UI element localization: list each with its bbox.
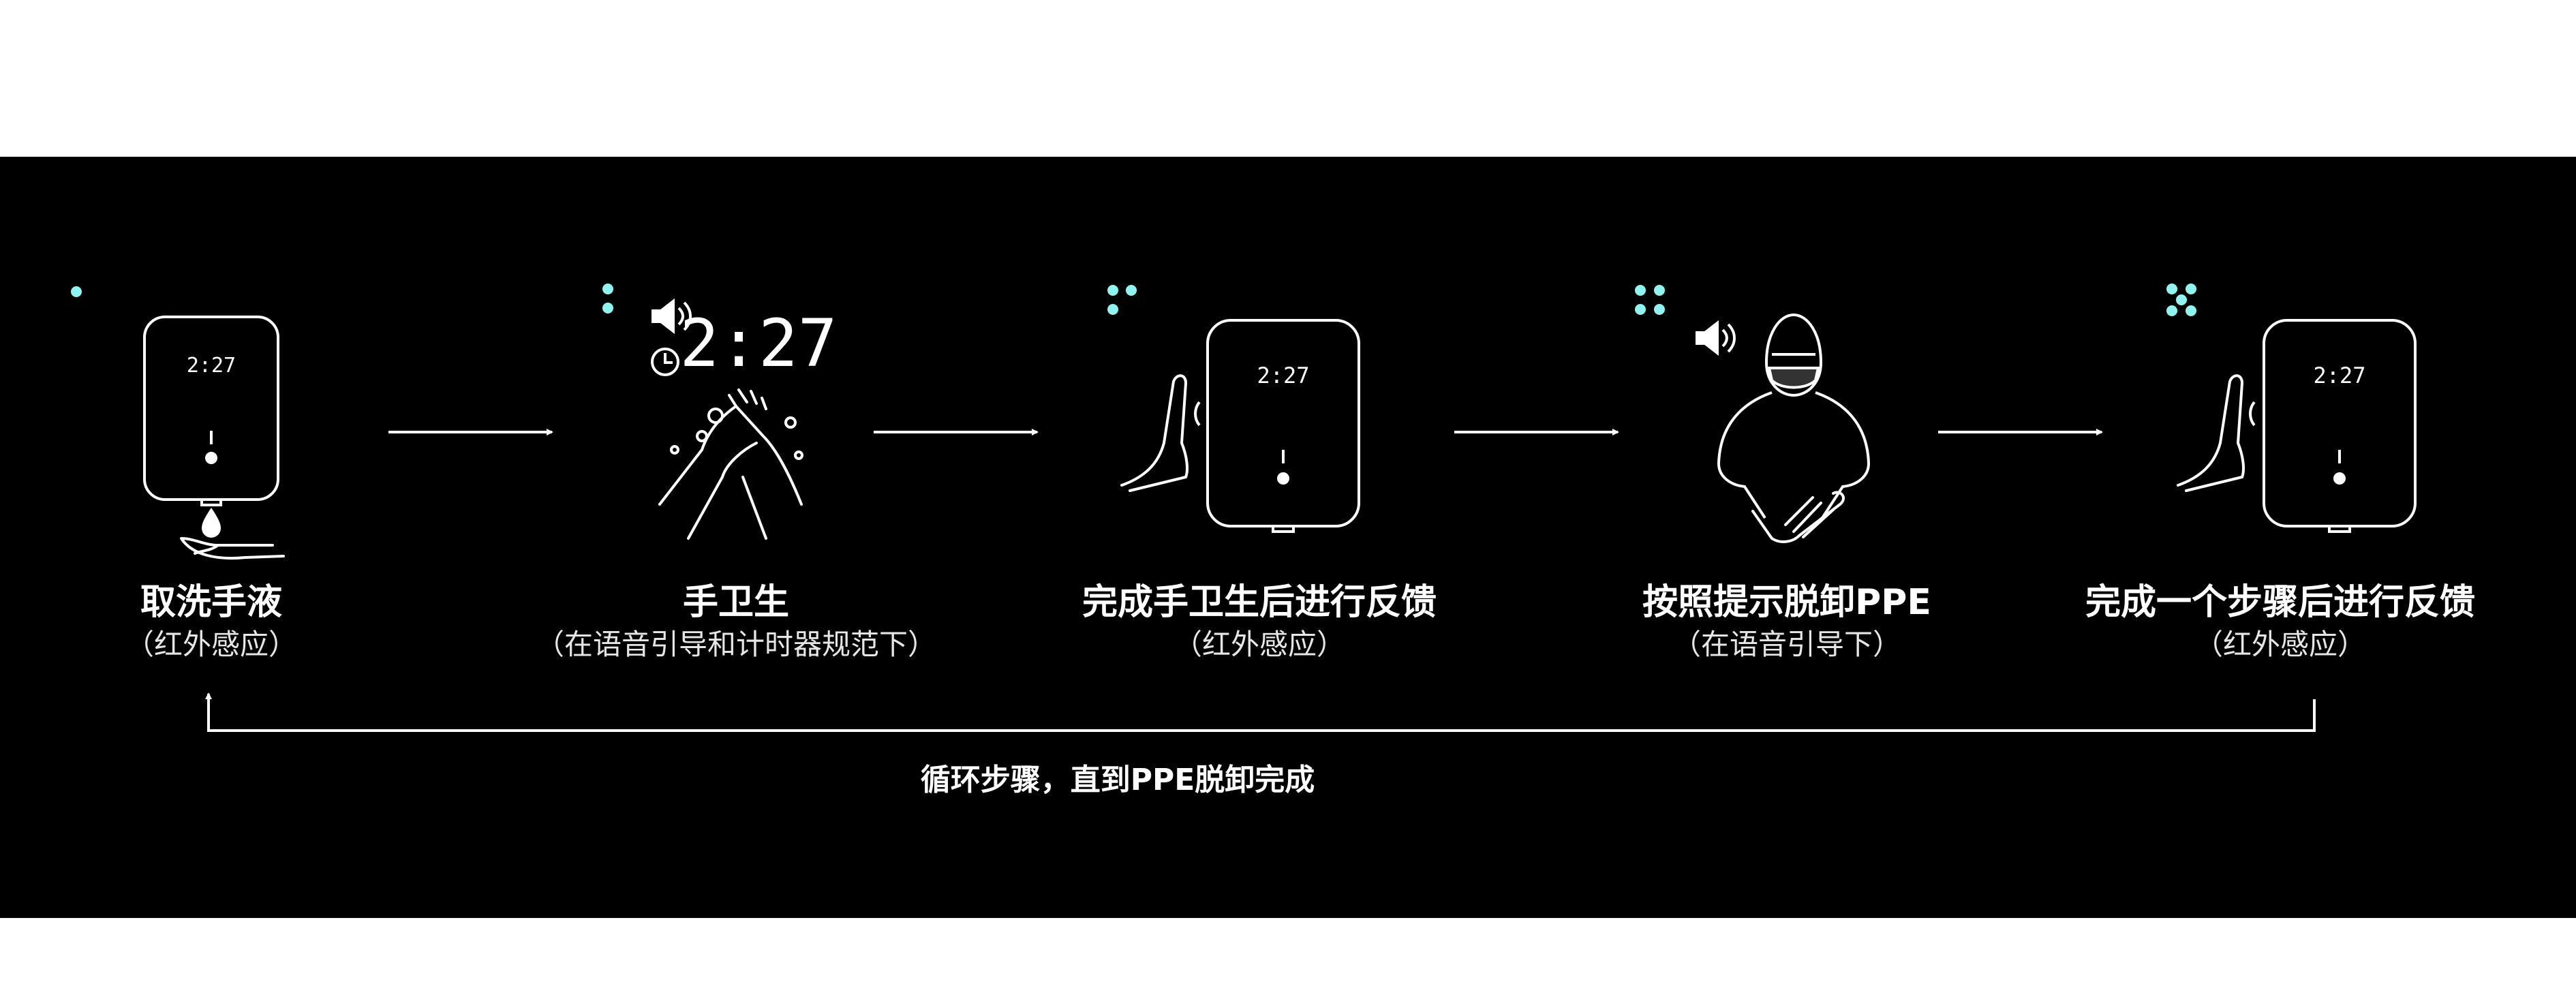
step-3-title: 完成手卫生后进行反馈 <box>1082 582 1437 623</box>
raised-hand-icon <box>1120 374 1189 492</box>
step-5-label: 完成一个步骤后进行反馈 （红外感应） <box>2042 581 2519 665</box>
svg-text:2:27: 2:27 <box>187 354 236 378</box>
droplet-icon <box>202 508 221 538</box>
step-1-label: 取洗手液 （红外感应） <box>0 581 450 665</box>
sensor-wave-icon <box>2249 401 2256 427</box>
step-1-dots <box>71 286 82 297</box>
step-3-subtitle: （红外感应） <box>1173 628 1345 661</box>
step-5-subtitle: （红外感应） <box>2194 628 2366 661</box>
clock-icon <box>651 348 679 376</box>
dispenser-icon: 2:27 <box>2263 319 2417 533</box>
step-3-label: 完成手卫生后进行反馈 （红外感应） <box>1021 581 1498 665</box>
step-4-label: 按照提示脱卸PPE （在语音引导下） <box>1548 581 2025 665</box>
step-4-dots <box>1635 285 1665 315</box>
diagram-background <box>0 157 2576 918</box>
sensor-wave-icon <box>1194 401 1201 427</box>
gloved-hands-icon <box>1751 491 1845 543</box>
svg-text:2:27: 2:27 <box>1257 363 1309 388</box>
step-2-label: 手卫生 （在语音引导和计时器规范下） <box>497 581 975 665</box>
loop-label: 循环步骤，直到PPE脱卸完成 <box>920 763 1315 797</box>
masked-person-icon <box>1717 313 1871 519</box>
step-1-title: 取洗手液 <box>140 582 282 623</box>
washing-hands-icon <box>658 388 803 540</box>
step-1-subtitle: （红外感应） <box>125 628 297 661</box>
step-3-dots <box>1107 285 1137 315</box>
loop-arrow-icon <box>205 692 2316 732</box>
step-4-subtitle: （在语音引导下） <box>1672 628 1901 661</box>
step-5-dots <box>2166 284 2196 316</box>
dispenser-icon: 2:27 <box>1206 319 1360 533</box>
raised-hand-icon <box>2177 374 2245 492</box>
step-4-title: 按照提示脱卸PPE <box>1642 582 1931 623</box>
step-2-dots <box>602 284 613 313</box>
timer-display: 2:27 <box>679 305 837 382</box>
step-2-title: 手卫生 <box>682 582 789 623</box>
speaker-icon <box>1696 320 1736 356</box>
open-palm-icon <box>180 537 285 560</box>
step-5-title: 完成一个步骤后进行反馈 <box>2085 582 2475 623</box>
dispenser-icon: 2:27 <box>143 316 279 506</box>
step-2-subtitle: （在语音引导和计时器规范下） <box>535 628 936 661</box>
svg-text:2:27: 2:27 <box>2313 363 2365 388</box>
speaker-icon <box>651 298 692 335</box>
